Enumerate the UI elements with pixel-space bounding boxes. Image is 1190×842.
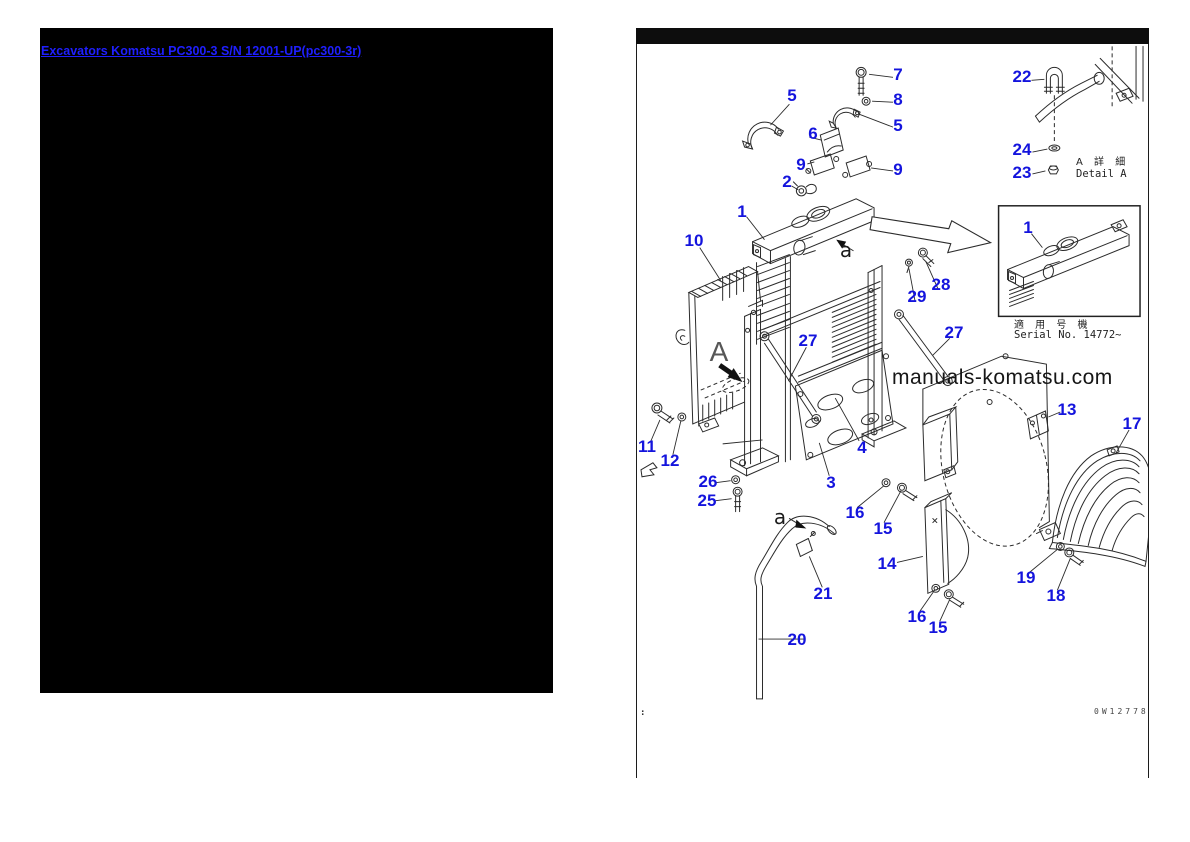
breadcrumb-link[interactable]: Excavators Komatsu PC300-3 S/N 12001-UP(… <box>41 44 362 58</box>
frame-member <box>1034 45 1144 123</box>
frame-centerlines <box>1053 46 1113 144</box>
serial-detail-box <box>997 205 1141 318</box>
parts-diagram-panel: manuals-komatsu.com A 詳 細 Detail A 適 用 号… <box>636 28 1149 778</box>
hidden-clamp-lines <box>700 372 750 399</box>
bolt-28-29 <box>904 247 935 274</box>
point-a-arrow-tube <box>788 518 807 529</box>
radiator-top-tank <box>752 198 875 265</box>
left-blank-panel <box>40 28 553 693</box>
side-bracket-right <box>860 265 908 448</box>
mid-bolts <box>881 478 965 608</box>
fan-shroud <box>922 353 1050 595</box>
reference-arrow <box>869 216 993 254</box>
u-bolt-and-nuts <box>1043 66 1065 175</box>
diagram-drawing-area <box>636 44 1149 778</box>
exploded-view-drawing <box>640 45 1148 700</box>
fan-opening <box>940 388 1049 547</box>
leader-lines <box>650 73 1130 640</box>
oil-cooler <box>675 266 762 433</box>
bolt-11-washer-12 <box>651 402 687 424</box>
stay-rods <box>759 309 953 424</box>
drain-tube <box>754 515 837 700</box>
detail-a-arrow <box>718 363 743 383</box>
radiator-core <box>756 254 894 463</box>
point-a-arrow <box>836 239 854 252</box>
diagram-top-bar <box>636 28 1149 44</box>
washer-26-bolt-25 <box>731 475 743 513</box>
top-clamps <box>741 66 873 178</box>
side-bracket-left <box>729 299 780 477</box>
small-clip <box>640 462 658 478</box>
elbow-fitting <box>792 181 817 197</box>
fan-guard <box>1035 445 1148 568</box>
